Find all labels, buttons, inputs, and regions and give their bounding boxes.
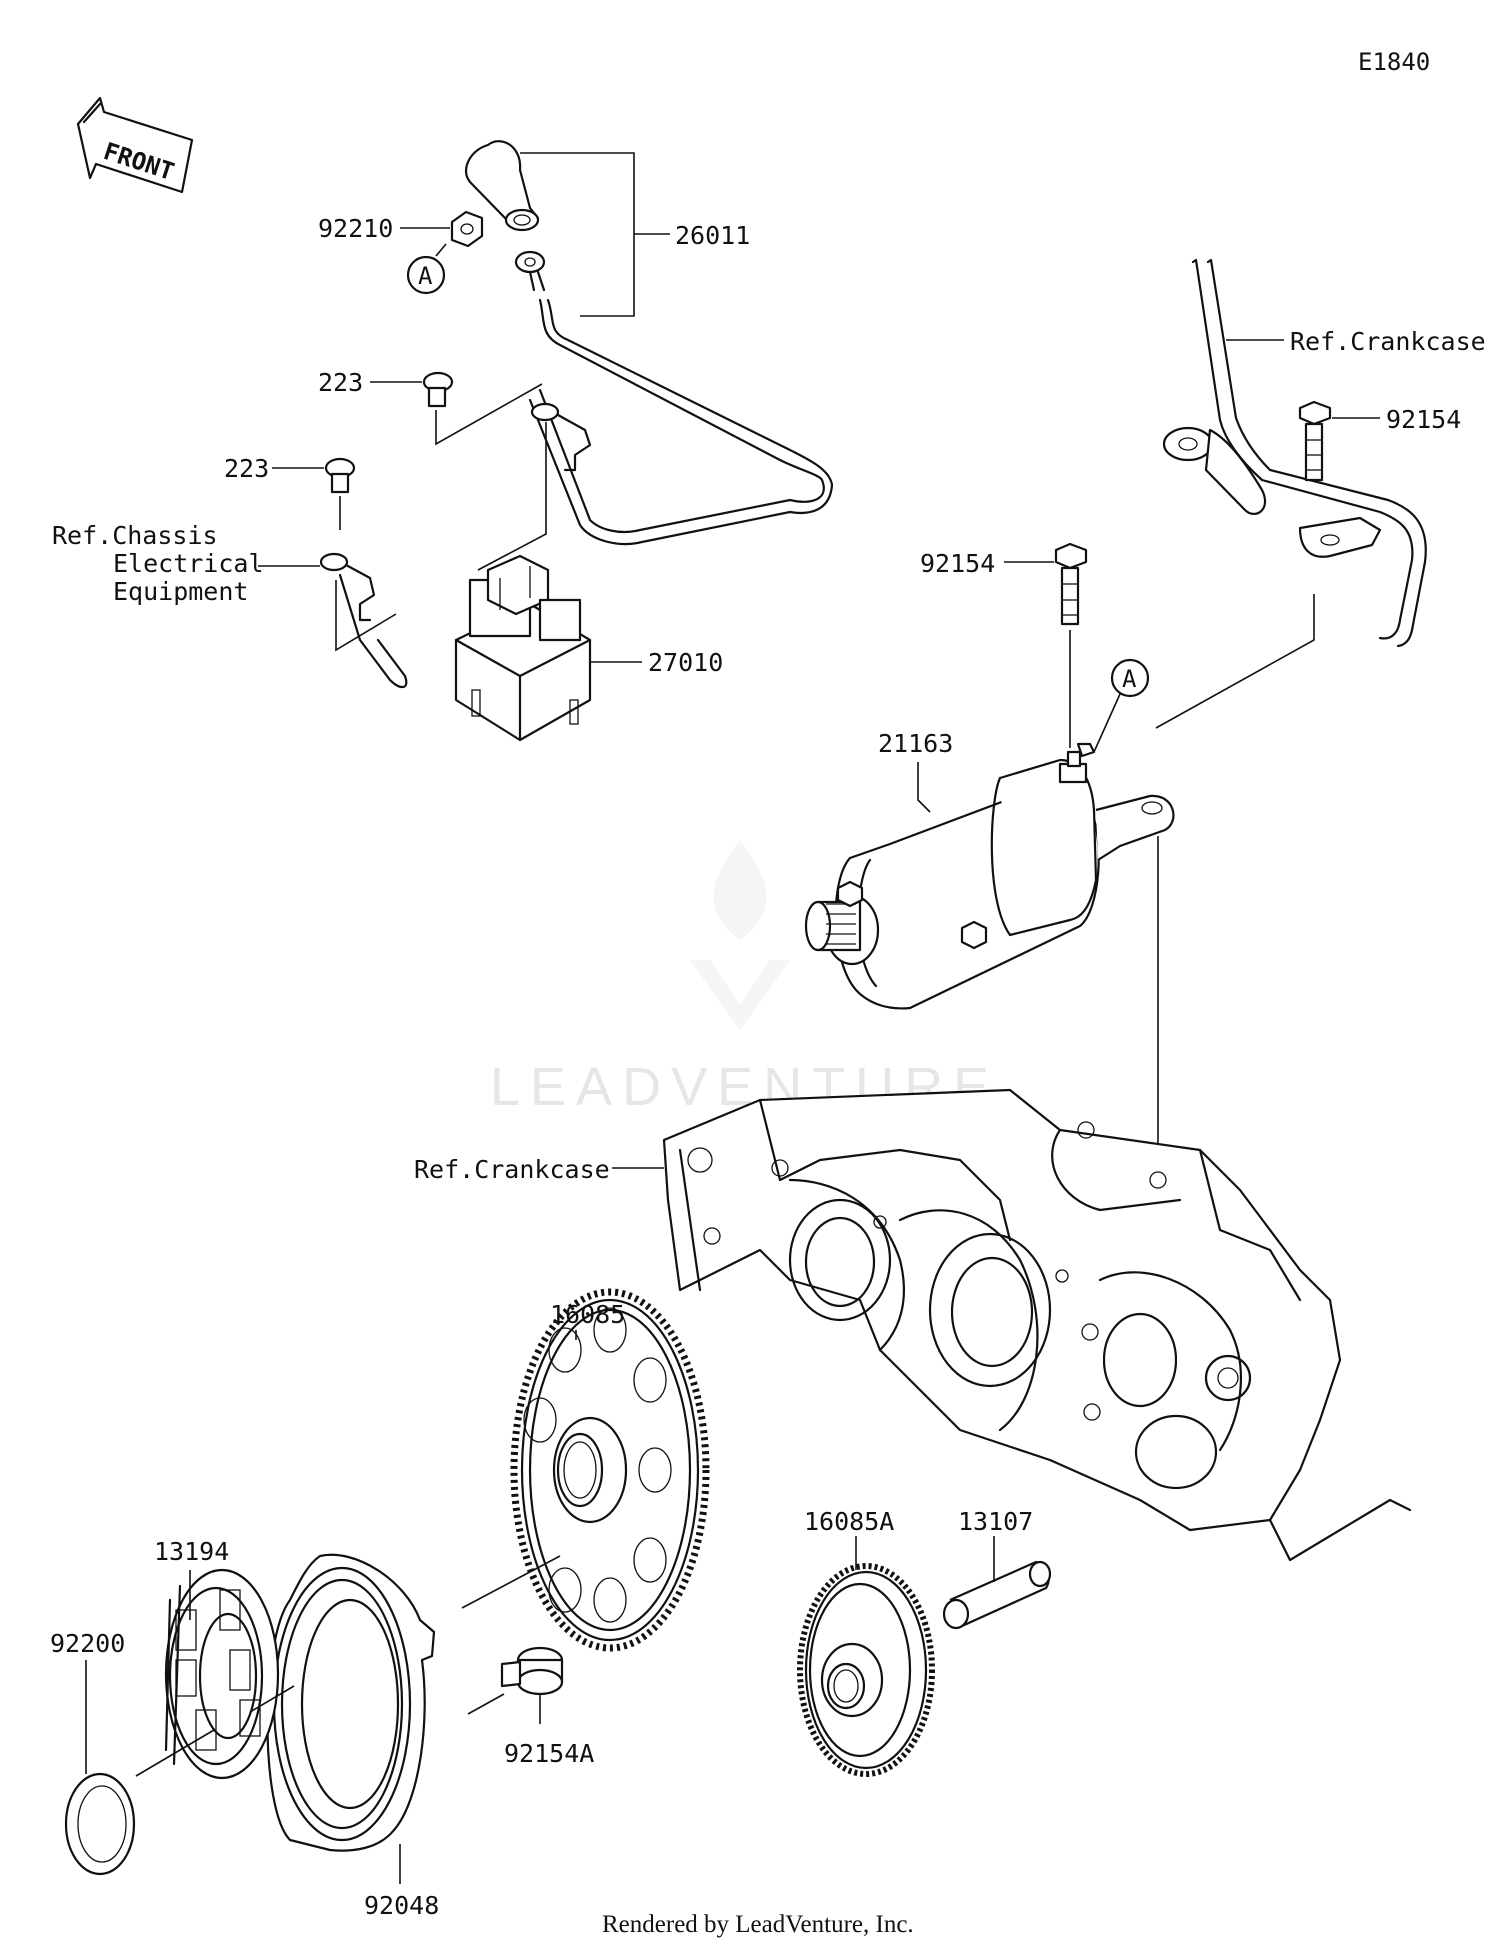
label-223-top: 223	[318, 368, 363, 397]
screw-223-top	[422, 371, 454, 408]
starter-motor-21163	[804, 742, 1175, 1010]
watermark-logo-icon	[690, 840, 790, 1030]
chassis-ground-bracket	[319, 552, 408, 689]
label-ref-chassis-2: Electrical	[113, 549, 264, 578]
bolt-92154-right	[1298, 400, 1332, 482]
label-92210: 92210	[318, 214, 393, 243]
label-92154A: 92154A	[504, 1739, 594, 1768]
label-ref-chassis-1: Ref.Chassis	[52, 521, 218, 550]
crankcase-ground-cable	[1162, 258, 1427, 648]
one-way-clutch-13194	[164, 1568, 280, 1780]
starter-gear-16085	[510, 1288, 710, 1652]
footer-credit: Rendered by LeadVenture, Inc.	[602, 1911, 914, 1938]
starter-clutch-92048	[266, 1553, 436, 1852]
crankcase-half	[662, 1088, 1412, 1562]
label-16085A: 16085A	[804, 1507, 894, 1536]
label-92154-right: 92154	[1386, 405, 1461, 434]
idle-gear-16085A	[797, 1563, 935, 1777]
callout-a-right: A	[1122, 665, 1137, 693]
diagram-id: E1840	[1358, 48, 1430, 76]
washer-92200	[64, 1772, 136, 1876]
label-13107: 13107	[958, 1507, 1033, 1536]
label-223-left: 223	[224, 454, 269, 483]
label-92200: 92200	[50, 1629, 125, 1658]
label-ref-crankcase-left: Ref.Crankcase	[414, 1155, 610, 1184]
label-16085: 16085	[550, 1300, 625, 1329]
label-92048: 92048	[364, 1891, 439, 1920]
bolt-92154A	[500, 1646, 564, 1696]
label-ref-chassis-3: Equipment	[113, 577, 248, 606]
front-arrow-icon: FRONT	[76, 96, 194, 194]
label-21163: 21163	[878, 729, 953, 758]
shaft-13107	[942, 1560, 1052, 1630]
label-92154-mid: 92154	[920, 549, 995, 578]
label-13194: 13194	[154, 1537, 229, 1566]
nut-92210	[450, 210, 484, 248]
screw-223-left	[324, 457, 356, 494]
bolt-92154-mid	[1054, 542, 1088, 626]
label-ref-crankcase-right: Ref.Crankcase	[1290, 327, 1486, 356]
callout-a-top: A	[418, 262, 433, 290]
battery-cable-26011	[464, 140, 834, 546]
label-26011: 26011	[675, 221, 750, 250]
starter-relay-27010	[454, 554, 592, 742]
label-27010: 27010	[648, 648, 723, 677]
